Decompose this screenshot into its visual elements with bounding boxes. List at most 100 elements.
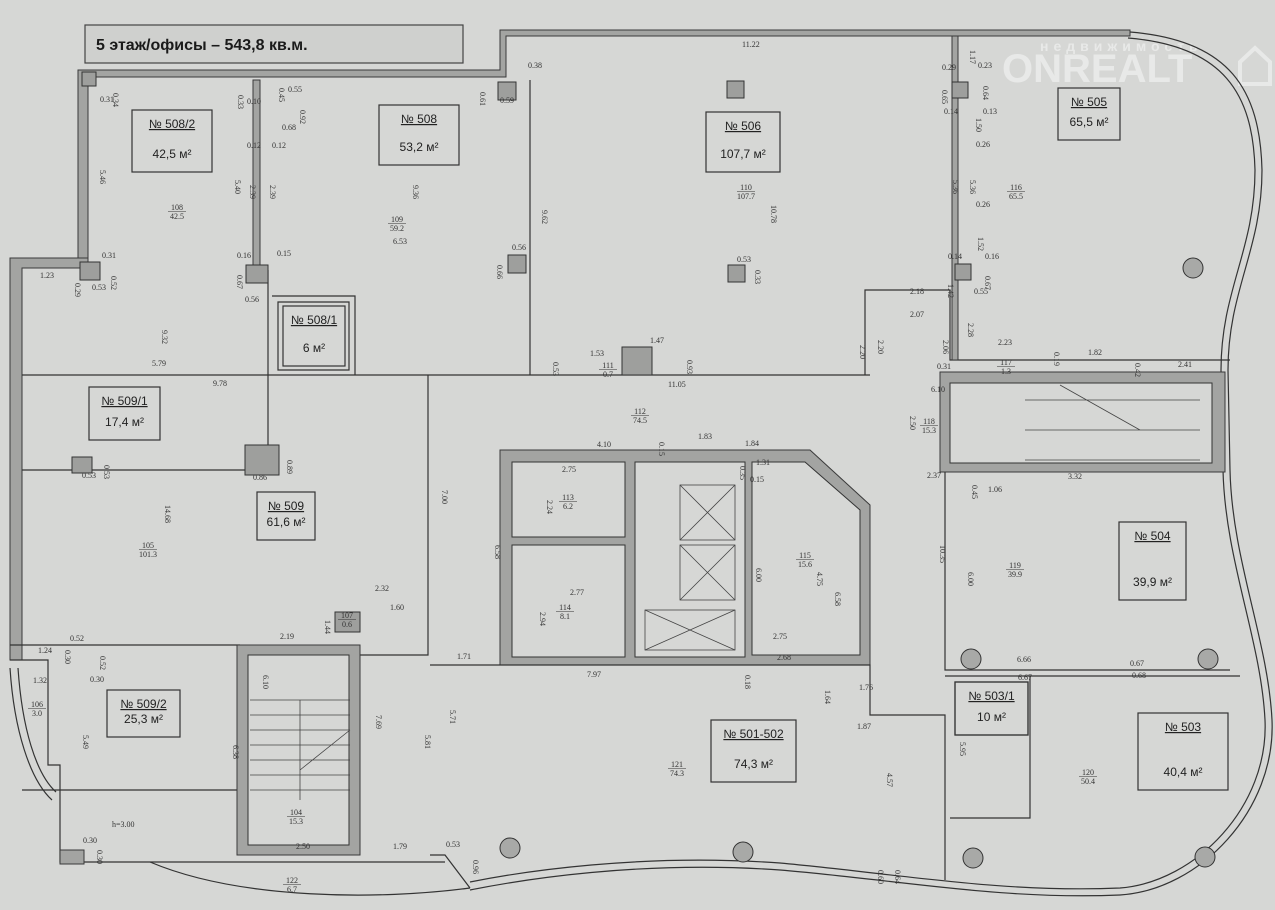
- dimension-label: 1.53: [590, 349, 604, 358]
- room-code-area: 74.3: [670, 769, 684, 778]
- room-code-number: 120: [1082, 768, 1094, 777]
- dimension-label: 5.95: [958, 742, 967, 756]
- room-code-number: 107: [341, 611, 353, 620]
- room-code-area: 107.7: [737, 192, 755, 201]
- dimension-label: 0.13: [983, 107, 997, 116]
- dimension-label: 1.06: [988, 485, 1002, 494]
- dimension-label: 6.38: [231, 745, 240, 759]
- dimension-label: 14.68: [163, 505, 172, 523]
- dimension-label: 0.45: [277, 88, 286, 102]
- dimension-label: 0.31: [937, 362, 951, 371]
- room-code-number: 108: [171, 203, 183, 212]
- dimension-label: 1.76: [859, 683, 873, 692]
- dimension-label: 1.60: [390, 603, 404, 612]
- room-label-box: [954, 681, 1029, 736]
- dimension-label: 0.31: [100, 95, 114, 104]
- dimension-label: 1.50: [974, 118, 983, 132]
- dimension-label: 0.15: [750, 475, 764, 484]
- dimension-label: 2.50: [296, 842, 310, 851]
- dimension-label: 9.32: [160, 330, 169, 344]
- dimension-label: 1.17: [968, 50, 977, 64]
- room-code-number: 106: [31, 700, 43, 709]
- dimension-label: 6.10: [261, 675, 270, 689]
- watermark-brand: ONREALT: [1002, 47, 1192, 91]
- dimension-label: 0.30: [95, 850, 104, 864]
- room-code-area: 0.7: [603, 370, 613, 379]
- dimension-label: 1.44: [323, 620, 332, 634]
- dimension-label: 3.32: [1068, 472, 1082, 481]
- room-code-area: 50.4: [1081, 777, 1095, 786]
- dimension-label: 0.52: [98, 656, 107, 670]
- room-area: 6 м²: [303, 341, 325, 355]
- dimension-label: 0.33: [753, 270, 762, 284]
- dimension-label: 0.68: [1132, 671, 1146, 680]
- dimension-label: 5.49: [81, 735, 90, 749]
- room-label: № 503/110 м²: [954, 681, 1029, 736]
- room-area: 107,7 м²: [720, 147, 766, 161]
- room-label: № 509/225,3 м²: [106, 689, 181, 738]
- room-number: № 509/2: [120, 697, 167, 711]
- room-code-area: 39.9: [1008, 570, 1022, 579]
- room-number: № 501-502: [723, 727, 784, 741]
- room-area: 25,3 м²: [124, 712, 163, 726]
- room-code-number: 121: [671, 760, 683, 769]
- dimension-label: 0.68: [282, 123, 296, 132]
- dimension-label: 11.05: [668, 380, 686, 389]
- dimension-label: 5.46: [98, 170, 107, 184]
- dimension-label: 2.41: [1178, 360, 1192, 369]
- dimension-label: 0.96: [471, 860, 480, 874]
- watermark: ONREALT недвижимость: [1002, 38, 1272, 91]
- room-code-number: 117: [1000, 358, 1012, 367]
- room-area: 42,5 м²: [153, 147, 192, 161]
- dimension-label: 2.32: [375, 584, 389, 593]
- room-code-number: 113: [562, 493, 574, 502]
- dimension-label: 1.32: [33, 676, 47, 685]
- room-area: 39,9 м²: [1133, 575, 1172, 589]
- dimension-label: 1.84: [745, 439, 759, 448]
- room-label-box: [106, 689, 181, 738]
- dimension-label: 0.52: [70, 634, 84, 643]
- dimension-label: 0.53: [737, 255, 751, 264]
- dimension-label: 2.18: [910, 287, 924, 296]
- dimension-label: 9.78: [213, 379, 227, 388]
- dimension-label: 0.34: [111, 93, 120, 107]
- room-label: № 506 107,7 м²: [705, 111, 781, 173]
- dimension-label: 0.93: [685, 360, 694, 374]
- room-number: № 503: [1165, 720, 1202, 734]
- columns: [71, 71, 1219, 869]
- room-label-box: [1137, 712, 1229, 791]
- room-code-number: 122: [286, 876, 298, 885]
- dimension-label: h=3.00: [112, 820, 135, 829]
- room-code-area: 74.5: [633, 416, 647, 425]
- dimension-label: 0.55: [288, 85, 302, 94]
- dimension-label: 0.10: [247, 97, 261, 106]
- dimension-label: 10.35: [938, 545, 947, 563]
- room-code-area: 3.0: [32, 709, 42, 718]
- room-code-number: 109: [391, 215, 403, 224]
- dimension-label: 2.20: [876, 340, 885, 354]
- dimension-label: 1.82: [1088, 348, 1102, 357]
- dimension-label: 0.53: [82, 471, 96, 480]
- dimension-label: 5.81: [423, 735, 432, 749]
- page-title: 5 этаж/офисы – 543,8 кв.м.: [96, 37, 308, 54]
- room-label-box: [705, 111, 781, 173]
- room-code-area: 6.7: [287, 885, 297, 894]
- dimension-label: 5.40: [233, 180, 242, 194]
- room-number: № 506: [725, 119, 762, 133]
- dimension-label: 0.12: [247, 141, 261, 150]
- dimension-label: 0.12: [272, 141, 286, 150]
- dimension-label: 2.77: [570, 588, 584, 597]
- room-area: 10 м²: [977, 710, 1006, 724]
